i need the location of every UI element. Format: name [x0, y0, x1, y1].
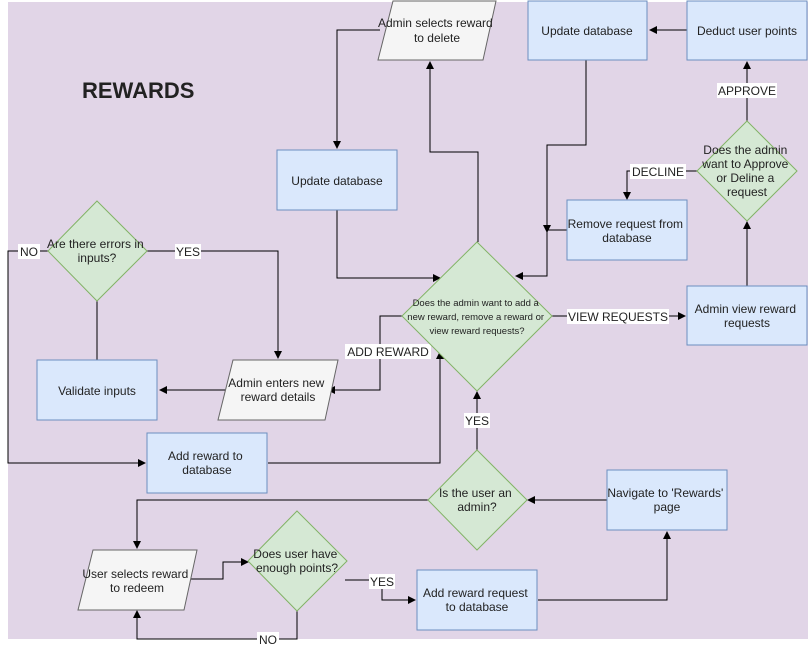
user-selects-reward-node	[77, 549, 198, 611]
admin-selects-delete-node	[377, 0, 497, 61]
edge-delete-to-update-db	[333, 29, 380, 149]
admin-selects-delete-label: Admin selects reward to delete	[378, 16, 496, 45]
edge-label-no-errors: NO	[20, 245, 38, 259]
errors-decision-label: Are there errors in inputs?	[47, 237, 147, 265]
edge-label-yes-errors: YES	[176, 245, 200, 259]
navigate-rewards-label: Navigate to 'Rewards' page	[607, 486, 726, 514]
edge-labels: APPROVE DECLINE NO YES VIEW REQUESTS ADD…	[18, 83, 777, 647]
label-bg	[257, 632, 279, 647]
label-bg	[630, 164, 686, 179]
label-bg	[717, 83, 777, 98]
edge-not-admin	[133, 499, 428, 549]
label-bg	[18, 244, 40, 259]
edge-label-yes-points: YES	[370, 575, 394, 589]
approve-decline-decision-label: Does the admin want to Approve or Deline…	[701, 143, 791, 199]
edge-request-to-navigate	[538, 531, 671, 601]
remove-request-node	[566, 199, 688, 261]
navigate-rewards-node	[606, 469, 728, 531]
validate-inputs-node	[36, 359, 158, 421]
add-reward-database-node	[146, 432, 268, 494]
edge-label-yes-admin: YES	[465, 414, 489, 428]
edge-label-approve: APPROVE	[718, 84, 776, 98]
user-selects-reward-label: User selects reward to redeem	[82, 567, 191, 595]
nodes: Admin selects reward to delete Update da…	[36, 0, 808, 631]
label-bg	[345, 344, 431, 359]
deduct-points-node	[686, 0, 808, 61]
update-database-mid-node	[276, 149, 398, 211]
label-bg	[567, 309, 669, 324]
edge-yes-points	[345, 579, 416, 604]
label-bg	[175, 244, 201, 259]
diagram-title: REWARDS	[82, 78, 194, 103]
label-bg	[464, 413, 490, 428]
edge-remove-to-main	[515, 229, 567, 280]
add-reward-database-label: Add reward to database	[168, 449, 246, 477]
remove-request-label: Remove request from database	[568, 217, 687, 245]
edge-label-no-points: NO	[259, 633, 277, 647]
main-admin-decision-label: Does the admin want to add a new reward,…	[407, 298, 546, 337]
edge-no-points	[133, 610, 298, 640]
add-request-database-node	[416, 569, 538, 631]
add-request-database-label: Add reward request to database	[423, 586, 531, 614]
edge-main-to-delete	[426, 61, 479, 242]
admin-view-requests-label: Admin view reward requests	[695, 302, 800, 330]
main-admin-decision-node	[401, 241, 553, 392]
admin-enters-details-node	[217, 359, 339, 421]
approve-decline-decision-node	[696, 120, 798, 222]
edge-label-add-reward: ADD REWARD	[347, 345, 429, 359]
edge-label-view-requests: VIEW REQUESTS	[568, 310, 668, 324]
label-bg	[369, 574, 395, 589]
edge-update-db-to-main	[336, 210, 441, 282]
edge-select-to-points	[188, 558, 249, 580]
edge-label-decline: DECLINE	[632, 165, 684, 179]
is-admin-decision-node	[427, 449, 528, 551]
edge-add-reward-to-main	[268, 351, 444, 464]
update-database-mid-label: Update database	[291, 174, 383, 188]
deduct-points-label: Deduct user points	[697, 24, 797, 38]
admin-enters-details-label: Admin enters new reward details	[228, 376, 327, 404]
enough-points-decision-node	[247, 510, 348, 612]
edge-update-db-to-main-top	[543, 60, 587, 233]
validate-inputs-label: Validate inputs	[58, 384, 136, 398]
update-database-top-label: Update database	[541, 24, 633, 38]
enough-points-decision-label: Does user have enough points?	[253, 547, 340, 575]
admin-view-requests-node	[686, 285, 808, 346]
errors-decision-node	[47, 200, 148, 302]
is-admin-decision-label: Is the user an admin?	[439, 486, 515, 514]
update-database-top-node	[527, 0, 648, 61]
